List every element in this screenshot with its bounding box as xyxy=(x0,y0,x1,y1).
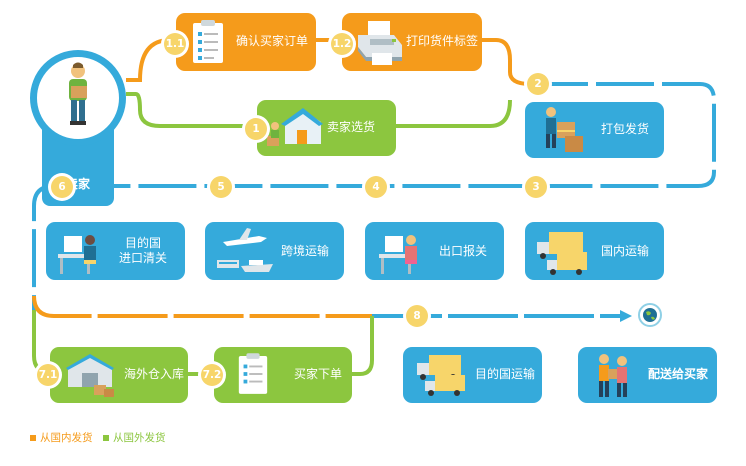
legend-overseas: 从国外发货 xyxy=(103,430,166,445)
step-export-declaration-card: 出口报关 xyxy=(365,222,504,280)
step-select-goods-label: 卖家选货 xyxy=(327,120,376,134)
step-import-clearance-label: 目的国 进口清关 xyxy=(118,236,167,265)
step-cross-border-label: 跨境运输 xyxy=(281,244,330,258)
step-pack-ship-card: 打包发货 xyxy=(525,102,664,158)
step-4-badge: 4 xyxy=(365,176,387,198)
box-icon xyxy=(546,107,583,152)
legend-domestic-swatch xyxy=(30,434,36,441)
step-confirm-order-label: 确认买家订单 xyxy=(236,34,309,48)
step-6-badge: 6 xyxy=(51,176,73,198)
step-pack-ship-label: 打包发货 xyxy=(601,122,650,136)
green-flow-line xyxy=(126,92,262,128)
step-print-label-card: 打印货件标签 xyxy=(342,13,482,71)
step-destination-transport-card: 目的国运输 xyxy=(403,347,542,403)
house-icon xyxy=(267,108,323,146)
clipboard-icon xyxy=(238,353,268,394)
step-cross-border-card: 跨境运输 xyxy=(205,222,344,280)
truck-icon xyxy=(537,232,587,275)
warehouse-icon xyxy=(66,354,114,397)
truck-icon xyxy=(417,355,465,396)
green-flow-line xyxy=(396,99,512,128)
step-7-2-badge: 7.2 xyxy=(201,364,223,386)
step-import-clearance-card: 目的国 进口清关 xyxy=(46,222,185,280)
orange-flow-line xyxy=(32,295,372,318)
step-7-1-badge: 7.1 xyxy=(37,364,59,386)
step-deliver-buyer-card: 配送给买家 xyxy=(578,347,717,403)
airplane-icon xyxy=(217,228,273,272)
printer-icon xyxy=(358,21,402,65)
step-overseas-warehouse-card: 海外仓入库 xyxy=(50,347,188,403)
green-flow-line xyxy=(32,310,51,374)
step-export-declaration-label: 出口报关 xyxy=(439,244,488,258)
step-print-label-label: 打印货件标签 xyxy=(406,34,479,48)
arrow-head-icon xyxy=(620,310,632,322)
step-destination-transport-label: 目的国运输 xyxy=(475,367,536,381)
step-1-2-badge: 1.2 xyxy=(331,33,353,55)
step-buyer-order-card: 买家下单 xyxy=(214,347,352,403)
step-confirm-order-card: 确认买家订单 xyxy=(176,13,316,71)
blue-flow-line xyxy=(32,82,716,310)
step-buyer-order-label: 买家下单 xyxy=(294,367,343,381)
step-2-badge: 2 xyxy=(527,73,549,95)
orange-flow-line xyxy=(482,38,531,86)
step-deliver-buyer-label: 配送给买家 xyxy=(648,367,709,381)
person-icon xyxy=(69,62,87,125)
desk-icon xyxy=(58,235,96,274)
clipboard-icon xyxy=(193,20,223,63)
legend-domestic-label: 从国内发货 xyxy=(40,432,93,444)
step-3-badge: 3 xyxy=(525,176,547,198)
step-domestic-transport-card: 国内运输 xyxy=(525,222,664,280)
green-flow-line xyxy=(352,316,374,376)
desk-icon xyxy=(379,235,417,274)
globe-icon xyxy=(638,303,662,327)
legend-domestic: 从国内发货 xyxy=(30,430,93,445)
step-8-badge: 8 xyxy=(406,305,428,327)
legend-overseas-label: 从国外发货 xyxy=(113,432,166,444)
step-5-badge: 5 xyxy=(210,176,232,198)
step-domestic-transport-label: 国内运输 xyxy=(601,244,650,258)
legend-overseas-swatch xyxy=(103,434,109,441)
step-1-badge: 1 xyxy=(245,118,267,140)
step-1-1-badge: 1.1 xyxy=(164,33,186,55)
step-overseas-warehouse-label: 海外仓入库 xyxy=(124,367,185,381)
step-select-goods-card: 卖家选货 xyxy=(257,100,396,156)
person-icon xyxy=(599,354,627,397)
